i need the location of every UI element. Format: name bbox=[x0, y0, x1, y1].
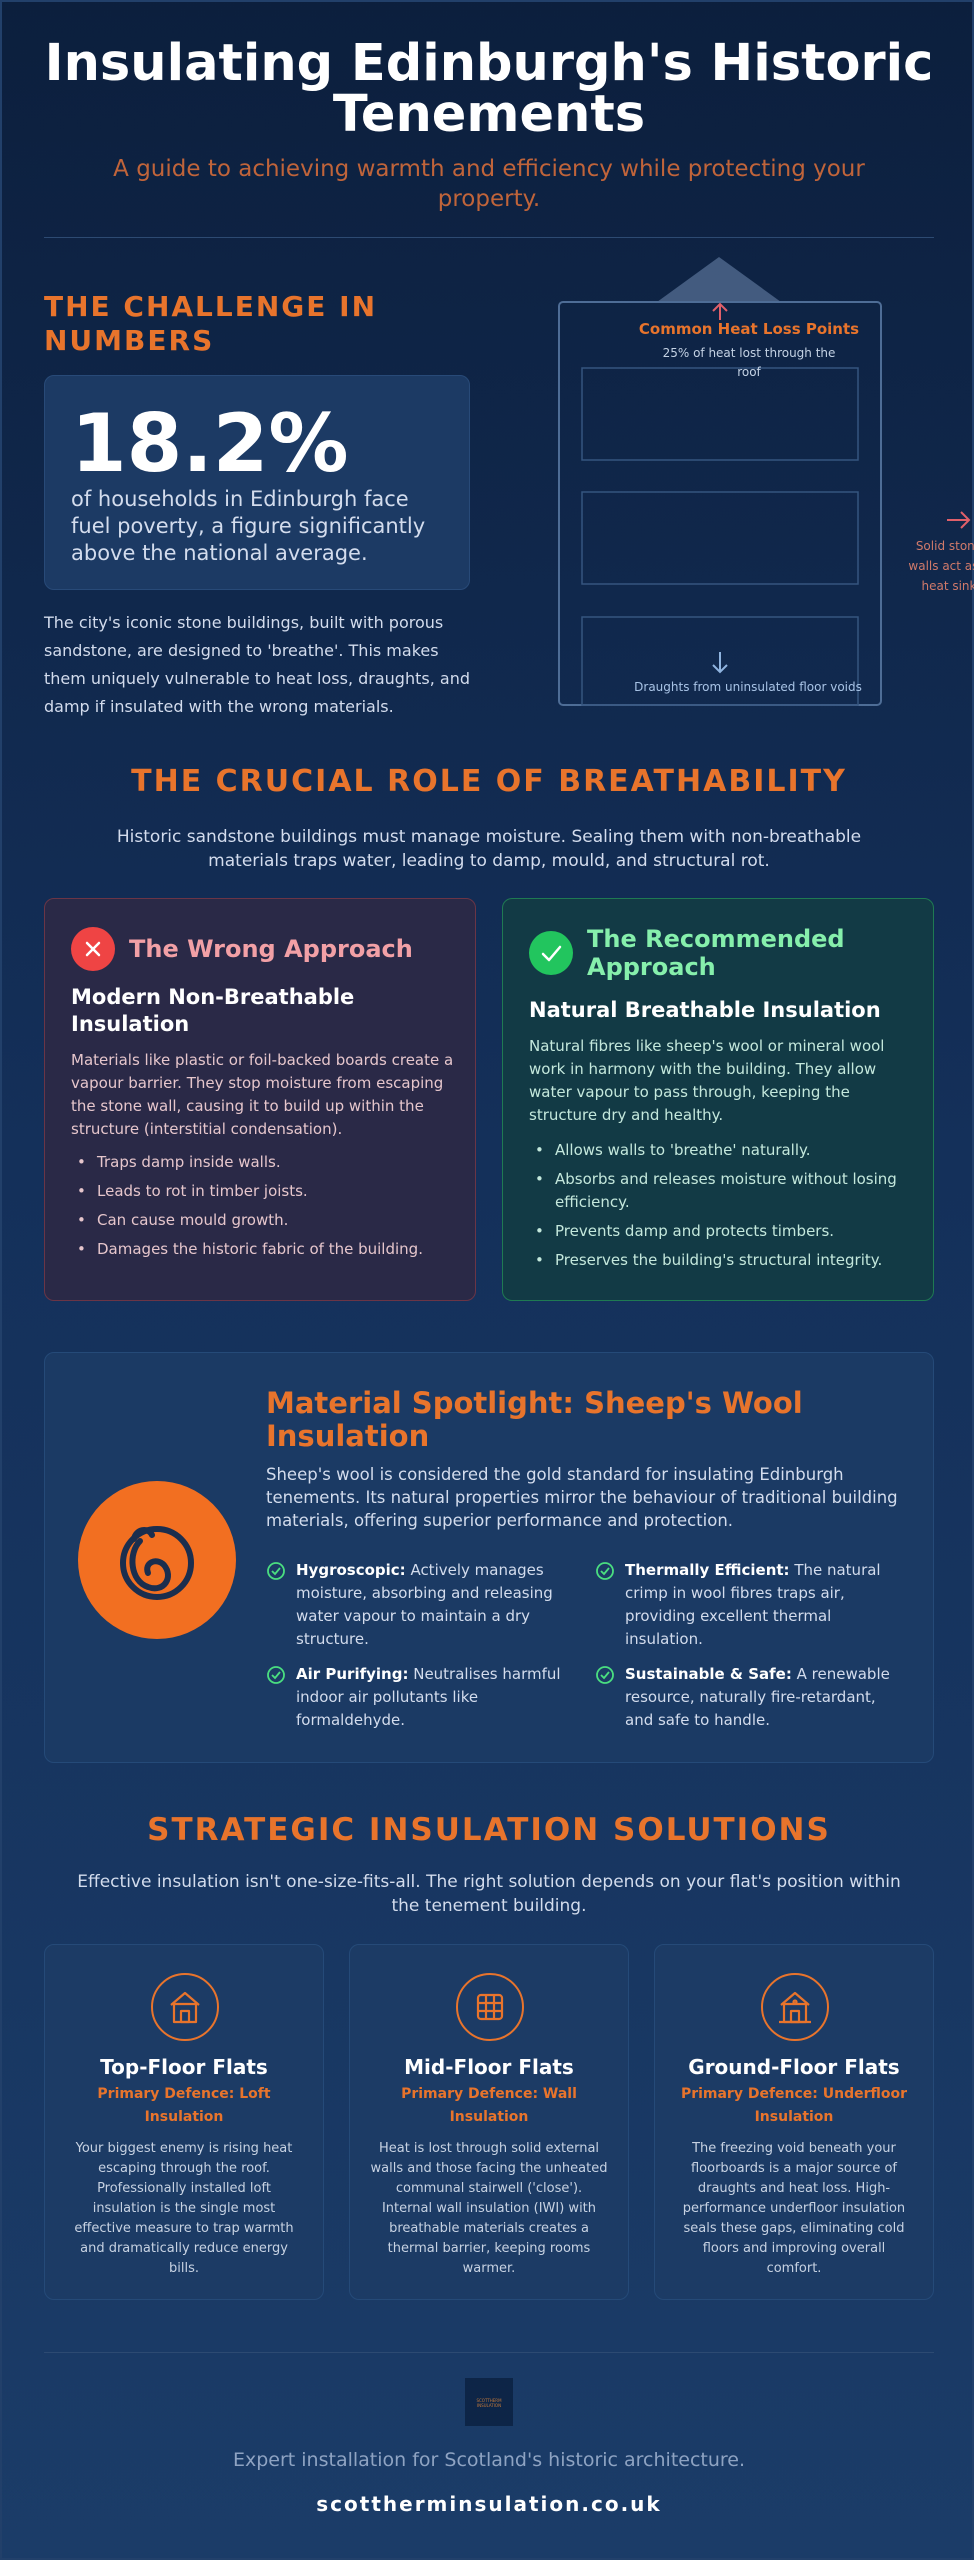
arrow-right-icon bbox=[947, 511, 971, 529]
feature-label: Thermally Efficient: bbox=[625, 1561, 790, 1579]
roof-note: 25% of heat lost through the roof bbox=[662, 346, 836, 379]
feature-body: Neutralises harmful indoor air pollutant… bbox=[296, 1665, 561, 1729]
solution-title: Mid-Floor Flats bbox=[404, 2055, 574, 2079]
feature-body: The natural crimp in wool fibres traps a… bbox=[625, 1561, 881, 1648]
page-title: Insulating Edinburgh's Historic Tenement… bbox=[44, 34, 934, 144]
recommended-approach-list: Allows walls to 'breathe' naturally. Abs… bbox=[529, 1139, 919, 1278]
stat-value: 18.2% bbox=[71, 397, 349, 490]
list-item: Allows walls to 'breathe' naturally. bbox=[529, 1139, 919, 1162]
check-circle-icon bbox=[267, 1666, 285, 1684]
spotlight-description: Sheep's wool is considered the gold stan… bbox=[266, 1465, 898, 1530]
recommended-approach-card: The Recommended Approach Natural Breatha… bbox=[502, 898, 934, 1301]
wrong-approach-card: The Wrong Approach Modern Non-Breathable… bbox=[44, 898, 476, 1301]
feature-hygroscopic: Hygroscopic: Actively manages moisture, … bbox=[266, 1559, 556, 1649]
spotlight-title: Material Spotlight: Sheep's Wool Insulat… bbox=[266, 1386, 803, 1453]
feature-text: Sustainable & Safe: A renewable resource… bbox=[625, 1663, 890, 1732]
solution-card-top-floor: Top-Floor Flats Primary Defence: Loft In… bbox=[44, 1944, 324, 2300]
solution-description: Heat is lost through solid external wall… bbox=[370, 2141, 608, 2276]
roof-shape bbox=[657, 257, 781, 302]
feature-air-purifying: Air Purifying: Neutralises harmful indoo… bbox=[266, 1663, 561, 1733]
feature-thermal: Thermally Efficient: The natural crimp i… bbox=[595, 1559, 885, 1649]
strategy-heading: STRATEGIC INSULATION SOLUTIONS bbox=[147, 1812, 831, 1848]
wrong-approach-description: Materials like plastic or foil-backed bo… bbox=[71, 1051, 454, 1138]
wrong-approach-title: The Wrong Approach bbox=[129, 935, 413, 963]
heat-loss-title: Common Heat Loss Points bbox=[638, 320, 860, 338]
solution-title: Ground-Floor Flats bbox=[688, 2055, 900, 2079]
feature-text: Hygroscopic: Actively manages moisture, … bbox=[296, 1559, 561, 1651]
cross-icon bbox=[71, 927, 115, 971]
logo-text: SCOTTHERM INSULATION bbox=[476, 2398, 502, 2408]
recommended-approach-description: Natural fibres like sheep's wool or mine… bbox=[529, 1037, 885, 1124]
stat-card: 18.2% of households in Edinburgh face fu… bbox=[44, 375, 470, 590]
breathability-subtitle: Historic sandstone buildings must manage… bbox=[116, 827, 862, 871]
floor-note: Draughts from uninsulated floor voids bbox=[634, 680, 862, 694]
list-item: Preserves the building's structural inte… bbox=[529, 1249, 919, 1272]
feature-text: Thermally Efficient: The natural crimp i… bbox=[625, 1559, 890, 1651]
wall-note: Solid stone walls act as a heat sink bbox=[908, 539, 974, 593]
feature-label: Hygroscopic: bbox=[296, 1561, 406, 1579]
check-icon bbox=[529, 931, 573, 975]
solution-title: Top-Floor Flats bbox=[100, 2055, 268, 2079]
page-subtitle: A guide to achieving warmth and efficien… bbox=[113, 156, 865, 212]
feature-label: Air Purifying: bbox=[296, 1665, 409, 1683]
house-floor-icon bbox=[761, 1973, 829, 2041]
feature-text: Air Purifying: Neutralises harmful indoo… bbox=[296, 1663, 561, 1732]
wrong-approach-subtitle: Modern Non-Breathable Insulation bbox=[71, 985, 355, 1036]
strategy-subtitle: Effective insulation isn't one-size-fits… bbox=[77, 1872, 901, 1916]
company-logo: SCOTTHERM INSULATION bbox=[465, 2378, 513, 2426]
solution-card-mid-floor: Mid-Floor Flats Primary Defence: Wall In… bbox=[349, 1944, 629, 2300]
footer-divider bbox=[44, 2352, 934, 2353]
check-circle-icon bbox=[267, 1562, 285, 1580]
solution-defence: Primary Defence: Loft Insulation bbox=[97, 2086, 271, 2125]
list-item: Leads to rot in timber joists. bbox=[71, 1180, 461, 1203]
arrow-down-icon bbox=[712, 652, 728, 674]
divider bbox=[44, 237, 934, 238]
list-item: Traps damp inside walls. bbox=[71, 1151, 461, 1174]
list-item: Prevents damp and protects timbers. bbox=[529, 1220, 919, 1243]
challenge-heading: THE CHALLENGE IN NUMBERS bbox=[44, 290, 378, 357]
feature-body: A renewable resource, naturally fire-ret… bbox=[625, 1665, 890, 1729]
home-icon bbox=[151, 1973, 219, 2041]
check-circle-icon bbox=[596, 1666, 614, 1684]
solution-defence: Primary Defence: Underfloor Insulation bbox=[680, 2086, 908, 2125]
solution-description: Your biggest enemy is rising heat escapi… bbox=[74, 2141, 294, 2276]
stat-text: of households in Edinburgh face fuel pov… bbox=[71, 487, 426, 565]
wrong-approach-list: Traps damp inside walls. Leads to rot in… bbox=[71, 1151, 461, 1267]
recommended-approach-title: The Recommended Approach bbox=[587, 925, 845, 981]
solution-card-ground-floor: Ground-Floor Flats Primary Defence: Unde… bbox=[654, 1944, 934, 2300]
challenge-paragraph: The city's iconic stone buildings, built… bbox=[44, 613, 470, 716]
list-item: Can cause mould growth. bbox=[71, 1209, 461, 1232]
list-item: Damages the historic fabric of the build… bbox=[71, 1238, 461, 1261]
breathability-heading: THE CRUCIAL ROLE OF BREATHABILITY bbox=[131, 764, 847, 799]
feature-body: Actively manages moisture, absorbing and… bbox=[296, 1561, 553, 1648]
recommended-approach-subtitle: Natural Breathable Insulation bbox=[529, 998, 881, 1022]
solution-defence: Primary Defence: Wall Insulation bbox=[401, 2086, 577, 2125]
footer-website-link[interactable]: scottherminsulation.co.uk bbox=[316, 2492, 662, 2516]
check-circle-icon bbox=[596, 1562, 614, 1580]
list-item: Absorbs and releases moisture without lo… bbox=[529, 1168, 919, 1214]
material-spotlight: Material Spotlight: Sheep's Wool Insulat… bbox=[44, 1352, 934, 1763]
feature-sustainable: Sustainable & Safe: A renewable resource… bbox=[595, 1663, 890, 1733]
floor-top bbox=[581, 367, 859, 461]
heat-loss-diagram: Common Heat Loss Points 25% of heat lost… bbox=[547, 252, 974, 712]
floor-ground bbox=[581, 616, 859, 706]
sheep-wool-icon bbox=[78, 1481, 236, 1639]
grid-icon bbox=[456, 1973, 524, 2041]
floor-mid bbox=[581, 491, 859, 585]
tenement-illustration bbox=[558, 257, 971, 706]
arrow-up-icon bbox=[712, 302, 728, 320]
feature-label: Sustainable & Safe: bbox=[625, 1665, 792, 1683]
footer-tagline: Expert installation for Scotland's histo… bbox=[232, 2449, 746, 2471]
solution-description: The freezing void beneath your floorboar… bbox=[682, 2141, 906, 2276]
